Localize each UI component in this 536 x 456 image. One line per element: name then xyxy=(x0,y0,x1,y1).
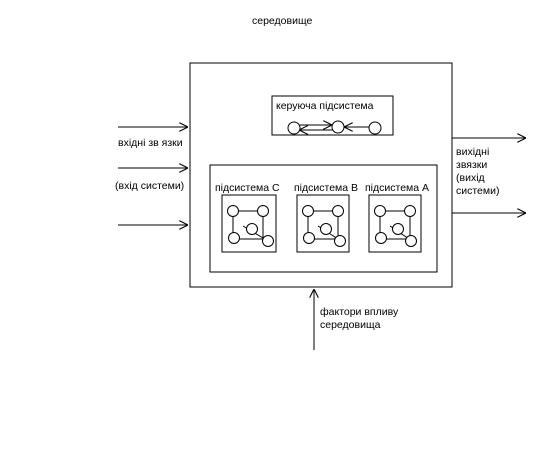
control-subsystem: керуюча підсистема xyxy=(271,95,394,136)
subsystem-a-node xyxy=(404,205,416,217)
subsystem-a-node xyxy=(405,235,417,247)
inputs-label: (вхід системи) xyxy=(115,180,184,192)
subsystem-b-node xyxy=(303,232,315,244)
subsystem-b-node xyxy=(302,205,314,217)
subsystem-c-node xyxy=(228,232,240,244)
subsystem-c-box xyxy=(221,194,277,253)
outputs-label: звязки xyxy=(456,159,487,171)
subsystem-c-frame xyxy=(232,210,264,240)
control-node-right xyxy=(368,121,382,135)
inputs-label: вхідні зв язки xyxy=(118,137,183,149)
subsystem-b xyxy=(296,194,350,253)
subsystem-b-frame xyxy=(307,210,339,240)
subsystem-c-node xyxy=(257,205,269,217)
subsystem-b-label: підсистема В xyxy=(294,182,358,194)
subsystem-b-node xyxy=(332,205,344,217)
subsystem-c-node xyxy=(262,235,274,247)
outputs-label: системи) xyxy=(456,185,499,197)
subsystem-c-node xyxy=(227,205,239,217)
subsystem-b-box xyxy=(296,194,350,253)
outputs-label: (вихід xyxy=(456,172,485,184)
subsystem-a-box xyxy=(368,194,422,253)
environment-factors-label: середовища xyxy=(320,319,381,331)
subsystem-a-frame xyxy=(379,210,411,240)
control-node-mid xyxy=(331,120,345,134)
control-subsystem-box xyxy=(271,95,394,136)
subsystem-c-node xyxy=(246,223,258,235)
control-subsystem-label: керуюча підсистема xyxy=(276,100,374,112)
control-node-left xyxy=(287,121,301,135)
subsystem-a xyxy=(368,194,422,253)
subsystem-a-node xyxy=(374,205,386,217)
subsystems-container xyxy=(209,164,438,273)
subsystem-a-label: підсистема А xyxy=(365,182,429,194)
subsystem-c xyxy=(221,194,277,253)
system-box xyxy=(189,62,453,288)
environment-factors-label: фактори впливу xyxy=(320,306,399,318)
subsystem-b-node xyxy=(334,235,346,247)
outputs-label: вихідні xyxy=(456,146,489,158)
subsystem-b-node xyxy=(320,223,332,235)
subsystem-a-node xyxy=(375,232,387,244)
subsystem-c-label: підсистема С xyxy=(215,182,280,194)
subsystem-a-node xyxy=(392,223,404,235)
environment-label: середовище xyxy=(252,15,312,27)
